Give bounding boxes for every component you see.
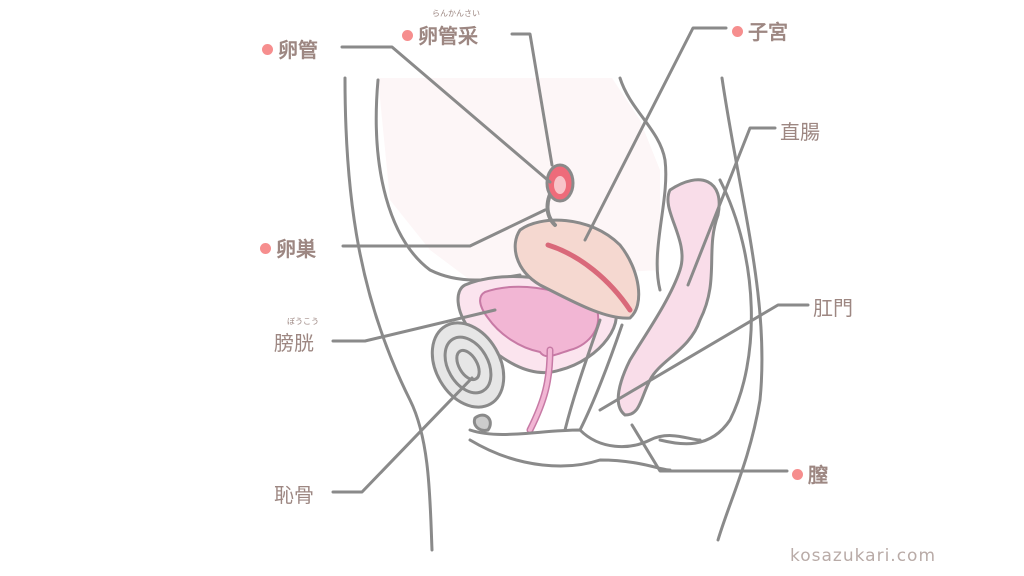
- bullet-dot-icon: [792, 469, 803, 480]
- label-vagina: 膣: [792, 459, 828, 488]
- ruby-bladder: ぼうこう: [287, 317, 319, 326]
- spine-line: [618, 76, 668, 292]
- leader-rectum: [686, 126, 777, 287]
- leader-oviduct: [340, 45, 552, 184]
- bullet-dot-icon: [402, 30, 413, 41]
- label-pubic-bone: 恥骨: [274, 483, 314, 507]
- leader-ovary: [341, 208, 547, 248]
- label-oviduct: 卵管: [262, 34, 318, 63]
- label-rectum: 直腸: [780, 120, 820, 144]
- bullet-dot-icon: [262, 44, 273, 55]
- label-anus: 肛門: [813, 296, 853, 320]
- leader-vagina: [630, 423, 789, 473]
- leader-bladder: [331, 308, 497, 343]
- leader-uterus: [583, 26, 728, 242]
- leader-anus: [598, 303, 810, 412]
- clitoris: [472, 413, 492, 432]
- watermark: kosazukari.com: [790, 546, 936, 566]
- pubic-bone: [430, 321, 506, 409]
- uterine-cavity: [545, 242, 633, 313]
- vagina-wall: [563, 318, 602, 432]
- leader-pubic-bone: [331, 376, 474, 494]
- rectum-shape: [616, 178, 721, 417]
- body-outline-back: [716, 76, 764, 542]
- label-fimbria: 卵管采: [402, 20, 478, 49]
- label-bladder: 膀胱: [274, 331, 314, 355]
- body-outline-left: [343, 76, 434, 552]
- label-uterus: 子宮: [732, 16, 788, 45]
- ruby-fimbria: らんかんさい: [432, 9, 480, 18]
- rectum-wall: [658, 178, 753, 446]
- perineum: [468, 428, 702, 449]
- leader-fimbria: [510, 32, 554, 167]
- bullet-dot-icon: [732, 26, 743, 37]
- label-ovary: 卵巣: [260, 233, 316, 262]
- bullet-dot-icon: [260, 243, 271, 254]
